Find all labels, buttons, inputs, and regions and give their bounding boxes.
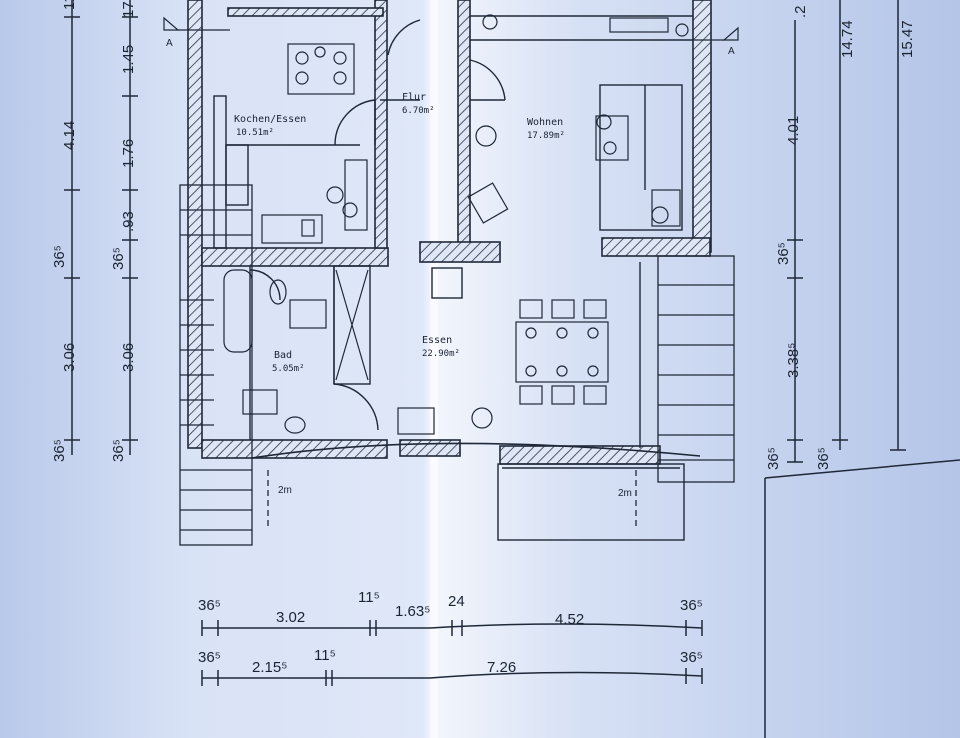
room-living-name: Wohnen (527, 117, 563, 128)
dim-inner-4: 36⁵ (110, 247, 127, 270)
room-bath-area: 5.05m² (272, 364, 305, 374)
dim-overall-a: 14.74 (839, 20, 856, 58)
room-kitchen-name: Kochen/Essen (234, 114, 306, 125)
dim-b1-l4: 36⁵ (680, 597, 703, 614)
walls-left (187, 0, 389, 459)
dim-overall-b: 15.47 (899, 20, 916, 58)
dim-right-2: 36⁵ (775, 242, 792, 265)
dim-inner-1: 1.45 (120, 45, 137, 74)
room-bath-name: Bad (274, 350, 292, 361)
kitchen-counter (261, 159, 368, 244)
room-hall-name: Flur (402, 92, 426, 103)
dim-inner-3: .93 (120, 211, 137, 232)
dim-right-1: 4.01 (785, 116, 802, 145)
stairs-right (635, 255, 735, 530)
room-dining-area: 22.90m² (422, 349, 460, 359)
sheet-border (764, 459, 960, 479)
dim-outer-2: 36⁵ (51, 245, 68, 268)
dim-right-4: 36⁵ (765, 447, 782, 470)
doors (249, 19, 506, 431)
kitchen-table (287, 43, 355, 95)
page-fold (430, 0, 438, 738)
dim-outer-1: 4.14 (61, 121, 78, 150)
right-dimension-labels: .2 4.01 36⁵ 3.38⁵ 36⁵ 36⁵ 14.74 15.47 (765, 5, 916, 470)
dining-table (397, 299, 609, 435)
living-sofa (467, 14, 689, 227)
interior-walls (213, 15, 693, 448)
dim-inner-6: 36⁵ (110, 439, 127, 462)
dim-inner-5: 3.06 (120, 343, 137, 372)
dim-right-3: 3.38⁵ (785, 343, 802, 378)
section-label-right: A (728, 46, 735, 57)
right-dimension-lines (787, 0, 906, 463)
dim-b1-w1: 3.02 (276, 609, 305, 626)
dim-b2-l2: 11⁵ (314, 647, 336, 664)
walls-right (399, 0, 712, 465)
dim-outer-4: 36⁵ (51, 439, 68, 462)
dim-right-5: 36⁵ (815, 447, 832, 470)
dim-b2-l3: 36⁵ (680, 649, 703, 666)
room-living-area: 17.89m² (527, 131, 565, 141)
dim-b1-l3: 24 (448, 593, 465, 610)
dim-b2-w1: 2.15⁵ (252, 659, 287, 676)
bathroom-fixtures (223, 269, 369, 434)
dim-b1-w3: 4.52 (555, 611, 584, 628)
dim-top-left-a: 11⁵ (61, 0, 78, 10)
section-marker-right: A (693, 26, 739, 57)
dim-b2-l1: 36⁵ (198, 649, 221, 666)
balcony (497, 463, 685, 541)
dim-b2-w2: 7.26 (487, 659, 516, 676)
dim-b1-l2: 11⁵ (358, 589, 380, 606)
bottom-dimension-lines (201, 620, 703, 686)
stair-label-right: 2m (618, 488, 632, 499)
section-label-left: A (166, 38, 173, 49)
dim-top-left-b: 17 (120, 1, 137, 18)
room-dining-name: Essen (422, 335, 452, 346)
bottom-dimension-labels: 36⁵ 3.02 11⁵ 1.63⁵ 24 4.52 36⁵ 36⁵ 2.15⁵… (198, 589, 703, 676)
left-dimension-lines (64, 0, 138, 455)
dim-inner-2: 1.76 (120, 139, 137, 168)
stair-label-left: 2m (278, 485, 292, 496)
section-marker-left: A (163, 16, 230, 49)
dim-b1-l1: 36⁵ (198, 597, 221, 614)
left-dimension-labels: 11⁵ 17 4.14 36⁵ 3.06 36⁵ 1.45 1.76 .93 3… (51, 0, 137, 462)
facade-line (251, 442, 701, 459)
dim-b1-w2: 1.63⁵ (395, 603, 430, 620)
dim-outer-3: 3.06 (61, 343, 78, 372)
dim-top-right: .2 (792, 5, 809, 18)
stairs-left (179, 184, 269, 546)
room-kitchen-area: 10.51m² (236, 128, 274, 138)
room-hall-area: 6.70m² (402, 106, 435, 116)
